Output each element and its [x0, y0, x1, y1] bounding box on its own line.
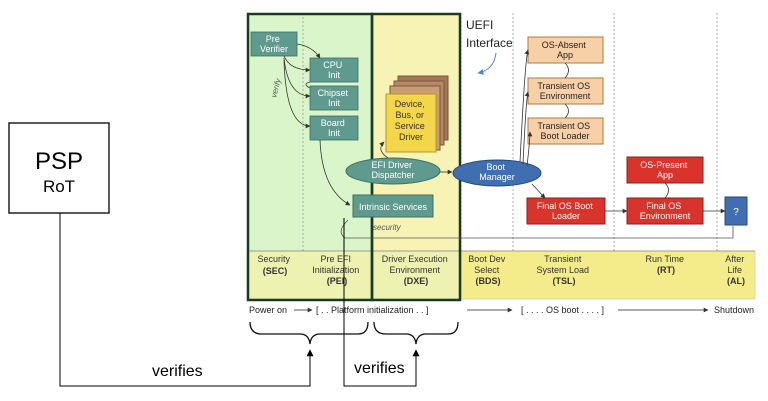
svg-text:Intrinsic Services: Intrinsic Services	[359, 202, 428, 212]
pei-arrows	[283, 43, 351, 206]
uefi-pointer-arrow	[477, 52, 497, 75]
chipset-init-box: Chipset Init	[309, 85, 359, 111]
intrinsic-services-box: Intrinsic Services	[352, 194, 434, 218]
verifies-right-line	[343, 218, 420, 387]
psp-subtitle: RoT	[43, 177, 75, 196]
psp-box	[8, 122, 110, 214]
dxe-frame	[370, 12, 462, 302]
after-life-box: ?	[724, 196, 748, 226]
os-absent-app-box: OS-Absent App	[527, 36, 604, 64]
svg-text:OS-Absent App: OS-Absent App	[542, 40, 589, 60]
timeline-shutdown: Shutdown	[714, 305, 754, 315]
dispatcher-loop-arrow	[379, 141, 389, 159]
phase-dxe: Driver Execution Environment (DXE)	[382, 254, 451, 286]
phase-al: After Life (AL)	[725, 254, 747, 286]
brace-sec-pei	[249, 321, 369, 345]
verifies-right-label: verifies	[354, 360, 405, 377]
final-env-box: Final OS Environment	[626, 197, 704, 225]
svg-text:Chipset Init: Chipset Init	[317, 88, 350, 108]
efi-driver-dispatcher: EFI Driver Dispatcher	[345, 157, 441, 185]
svg-text:Transient OS Boot Loader: Transient OS Boot Loader	[537, 121, 592, 141]
timeline-power-on: Power on	[249, 305, 287, 315]
svg-text:EFI Driver Dispatcher: EFI Driver Dispatcher	[371, 160, 414, 180]
timeline-os-boot: [ . . . . OS boot . . . . ]	[521, 305, 604, 315]
security-loop-line	[340, 219, 734, 239]
brace-dxe	[373, 321, 459, 345]
phase-pei: Pre EFI Initialization (PEI)	[312, 254, 362, 286]
phase-rt: Run Time (RT)	[645, 254, 686, 275]
svg-text:Board Init: Board Init	[321, 118, 348, 138]
board-init-box: Board Init	[309, 115, 359, 141]
transient-env-box: Transient OS Environment	[527, 77, 604, 105]
svg-text:OS-Present App: OS-Present App	[640, 160, 690, 180]
phase-tsl: Transient System Load (TSL)	[536, 254, 591, 286]
svg-text:Transient OS Environment: Transient OS Environment	[537, 81, 592, 101]
security-label: security	[373, 223, 402, 232]
transient-loader-box: Transient OS Boot Loader	[527, 117, 604, 145]
uefi-label: UEFI Interface	[466, 18, 513, 50]
svg-text:Final OS Environment: Final OS Environment	[640, 201, 691, 221]
boot-manager: Boot Manager	[452, 159, 542, 187]
svg-text:Final OS Boot Loader: Final OS Boot Loader	[537, 201, 596, 221]
flow-arrows	[519, 49, 726, 214]
device-driver-stack: Device, Bus, or Service Driver	[385, 75, 449, 153]
psp-title: PSP	[35, 148, 83, 175]
svg-text:Pre Verifier: Pre Verifier	[260, 34, 288, 54]
phase-sec: Security (SEC)	[257, 254, 292, 276]
svg-text:Boot Manager: Boot Manager	[479, 162, 515, 182]
verifies-left-label: verifies	[152, 363, 203, 380]
pre-verifier-box: Pre Verifier	[250, 31, 298, 57]
svg-text:CPU Init: CPU Init	[323, 60, 345, 80]
timeline-platform-init: [ . . Platform initialization . . ]	[316, 305, 429, 315]
verifies-left-line	[59, 213, 314, 387]
os-present-app-box: OS-Present App	[626, 156, 704, 184]
phase-bds: Boot Dev Select (BDS)	[468, 254, 508, 286]
phase-strip-right	[460, 250, 756, 300]
final-loader-box: Final OS Boot Loader	[526, 197, 606, 225]
svg-text:?: ?	[733, 207, 739, 218]
svg-text:Device, Bus, or Se: Device, Bus, or Service Driver	[395, 99, 428, 142]
cpu-init-box: CPU Init	[309, 57, 359, 83]
